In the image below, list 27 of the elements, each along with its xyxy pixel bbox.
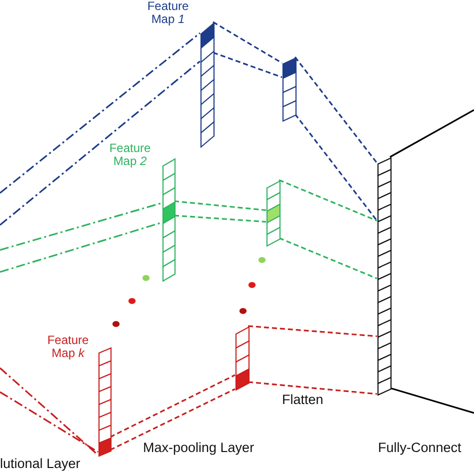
dash-dot-connector xyxy=(0,202,162,251)
dashed-connector xyxy=(278,237,378,280)
dashed-connector xyxy=(248,325,378,338)
dashed-connector xyxy=(278,179,378,222)
dashed-connector xyxy=(174,214,266,223)
dashed-connector xyxy=(110,374,236,438)
dash-dot-connector xyxy=(0,222,162,273)
dashed-connector xyxy=(110,388,236,451)
dash-dot-connector xyxy=(0,32,200,194)
feature-map-label: Feature Map k xyxy=(46,334,90,360)
feature-map-label: Feature Map 1 xyxy=(146,0,190,26)
connector-line xyxy=(390,387,474,414)
layer-label: Flatten xyxy=(282,392,324,407)
connector-line xyxy=(390,109,474,158)
layer-label: lutional Layer xyxy=(0,456,80,471)
dashed-connector xyxy=(212,52,282,78)
dash-dot-connector xyxy=(0,60,200,226)
dash-dot-connector xyxy=(0,367,99,456)
dashed-connector xyxy=(294,114,378,222)
layer-label: Fully-Connect xyxy=(378,440,462,455)
layer-label: Max-pooling Layer xyxy=(143,440,254,455)
dash-dot-connector xyxy=(0,391,98,453)
dashed-connector xyxy=(174,200,266,211)
feature-map-label: Feature Map 2 xyxy=(108,142,152,168)
dashed-connector xyxy=(294,56,378,164)
dashed-connector xyxy=(212,21,282,64)
dashed-connector xyxy=(248,381,378,395)
